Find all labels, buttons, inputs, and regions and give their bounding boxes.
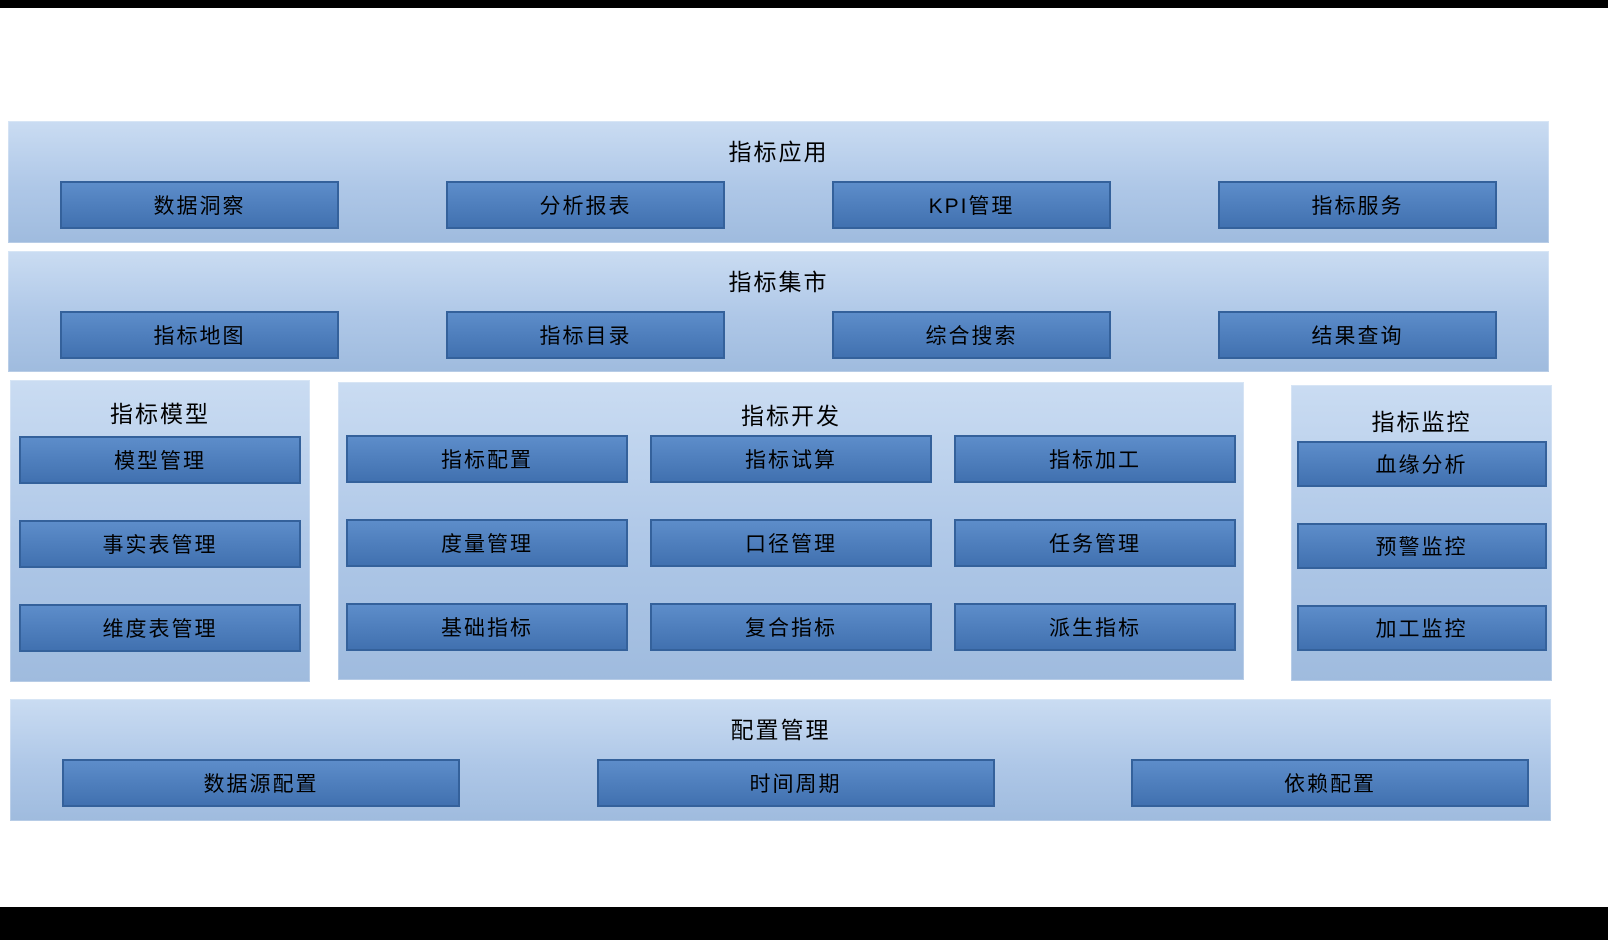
box-caliber-management: 口径管理 — [650, 519, 932, 567]
box-kpi-management: KPI管理 — [832, 181, 1111, 229]
development-box-grid: 指标配置 指标试算 指标加工 度量管理 口径管理 任务管理 基础指标 复合指标 … — [338, 435, 1244, 651]
bottom-black-bar — [0, 907, 1608, 940]
section-configuration-management: 配置管理 数据源配置 时间周期 依赖配置 — [10, 699, 1551, 821]
box-dependency-config: 依赖配置 — [1131, 759, 1529, 807]
box-derived-metric: 派生指标 — [954, 603, 1236, 651]
section-title-application: 指标应用 — [728, 139, 829, 165]
box-integrated-search: 综合搜索 — [832, 311, 1111, 359]
section-metric-market: 指标集市 指标地图 指标目录 综合搜索 结果查询 — [8, 251, 1549, 372]
box-model-management: 模型管理 — [19, 436, 301, 484]
box-result-query: 结果查询 — [1218, 311, 1497, 359]
box-composite-metric: 复合指标 — [650, 603, 932, 651]
section-metric-model: 指标模型 模型管理 事实表管理 维度表管理 — [10, 380, 310, 682]
box-measure-management: 度量管理 — [346, 519, 628, 567]
box-basic-metric: 基础指标 — [346, 603, 628, 651]
box-task-management: 任务管理 — [954, 519, 1236, 567]
application-box-row: 数据洞察 分析报表 KPI管理 指标服务 — [8, 181, 1549, 229]
box-analysis-report: 分析报表 — [446, 181, 725, 229]
market-box-row: 指标地图 指标目录 综合搜索 结果查询 — [8, 311, 1549, 359]
box-datasource-config: 数据源配置 — [62, 759, 460, 807]
section-title-model: 指标模型 — [110, 401, 210, 427]
section-title-monitoring: 指标监控 — [1371, 409, 1472, 435]
model-box-column: 模型管理 事实表管理 维度表管理 — [10, 430, 310, 652]
box-metric-config: 指标配置 — [346, 435, 628, 483]
box-fact-table-management: 事实表管理 — [19, 520, 301, 568]
top-black-bar — [0, 0, 1608, 8]
box-processing-monitor: 加工监控 — [1296, 605, 1547, 651]
box-lineage-analysis: 血缘分析 — [1296, 441, 1547, 487]
box-metric-processing: 指标加工 — [954, 435, 1236, 483]
box-time-period: 时间周期 — [596, 759, 995, 807]
box-metric-trial-calc: 指标试算 — [650, 435, 932, 483]
box-data-insight: 数据洞察 — [60, 181, 339, 229]
box-dimension-table-management: 维度表管理 — [19, 604, 301, 652]
section-metric-monitoring: 指标监控 血缘分析 预警监控 加工监控 — [1291, 385, 1552, 681]
section-metric-application: 指标应用 数据洞察 分析报表 KPI管理 指标服务 — [8, 121, 1549, 243]
box-metric-map: 指标地图 — [60, 311, 339, 359]
section-title-market: 指标集市 — [728, 269, 829, 295]
configuration-box-row: 数据源配置 时间周期 依赖配置 — [10, 759, 1551, 807]
section-title-configuration: 配置管理 — [730, 717, 831, 743]
box-warning-monitor: 预警监控 — [1296, 523, 1547, 569]
box-metric-catalog: 指标目录 — [446, 311, 725, 359]
box-metric-service: 指标服务 — [1218, 181, 1497, 229]
section-title-development: 指标开发 — [741, 403, 841, 429]
section-metric-development: 指标开发 指标配置 指标试算 指标加工 度量管理 口径管理 任务管理 基础指标 … — [338, 382, 1244, 680]
monitoring-box-column: 血缘分析 预警监控 加工监控 — [1291, 438, 1552, 651]
